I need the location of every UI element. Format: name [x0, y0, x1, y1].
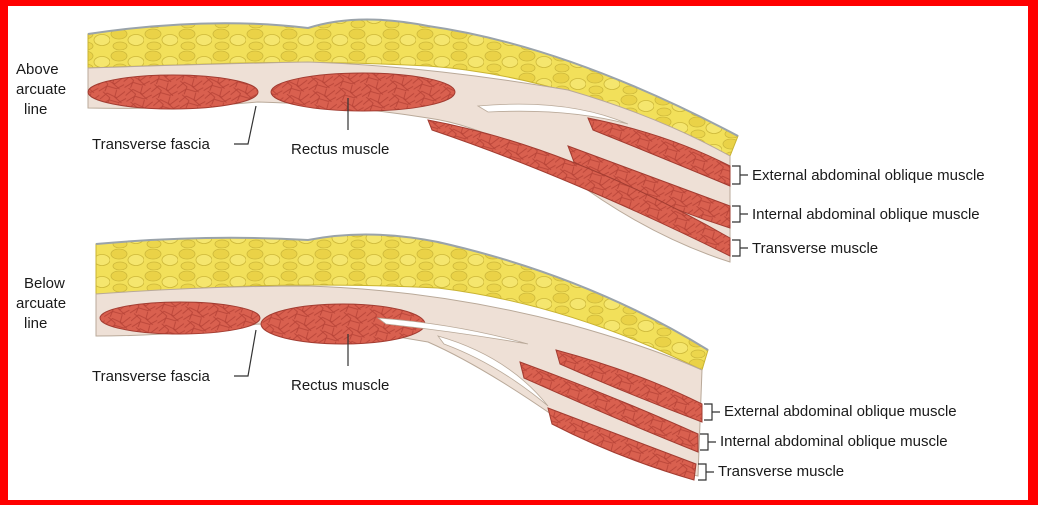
rectus-muscle-label: Rectus muscle — [291, 377, 389, 394]
transverse-muscle-label: Transverse muscle — [718, 463, 844, 480]
transverse-fascia-label: Transverse fascia — [92, 368, 210, 385]
region-label-line-1: Above — [16, 61, 59, 78]
internal-oblique-label: Internal abdominal oblique muscle — [752, 206, 980, 223]
diagram-frame: Above arcuate line Transverse fascia Rec… — [8, 6, 1028, 500]
region-label: Below arcuate line — [16, 275, 70, 332]
muscle-bracket-3 — [732, 240, 748, 256]
rectus-muscle-belly-right — [271, 73, 455, 111]
external-oblique-label: External abdominal oblique muscle — [752, 167, 985, 184]
transverse-muscle-label: Transverse muscle — [752, 240, 878, 257]
region-label-line-2: arcuate — [16, 81, 66, 98]
muscle-bracket-2 — [700, 434, 716, 450]
region-label-line-1: Below — [24, 275, 65, 292]
region-label-line-3: line — [24, 101, 47, 118]
region-label-line-2: arcuate — [16, 295, 66, 312]
region-label-line-3: line — [24, 315, 47, 332]
fascia-leader — [234, 330, 256, 376]
panel-below-arcuate: Below arcuate line Transverse fascia Rec… — [16, 234, 957, 480]
muscle-bracket-2 — [732, 206, 748, 222]
internal-oblique-label: Internal abdominal oblique muscle — [720, 433, 948, 450]
transverse-fascia-label: Transverse fascia — [92, 136, 210, 153]
rectus-muscle-belly-left — [100, 302, 260, 334]
region-label: Above arcuate line — [16, 61, 70, 118]
muscle-bracket-1 — [732, 166, 748, 184]
muscle-bracket-1 — [704, 404, 720, 420]
rectus-muscle-belly-left — [88, 75, 258, 109]
external-oblique-label: External abdominal oblique muscle — [724, 403, 957, 420]
fascia-leader — [234, 106, 256, 144]
muscle-bracket-3 — [698, 464, 714, 480]
rectus-muscle-label: Rectus muscle — [291, 141, 389, 158]
abdominal-wall-diagram: Above arcuate line Transverse fascia Rec… — [8, 6, 1028, 500]
panel-above-arcuate: Above arcuate line Transverse fascia Rec… — [16, 19, 985, 262]
